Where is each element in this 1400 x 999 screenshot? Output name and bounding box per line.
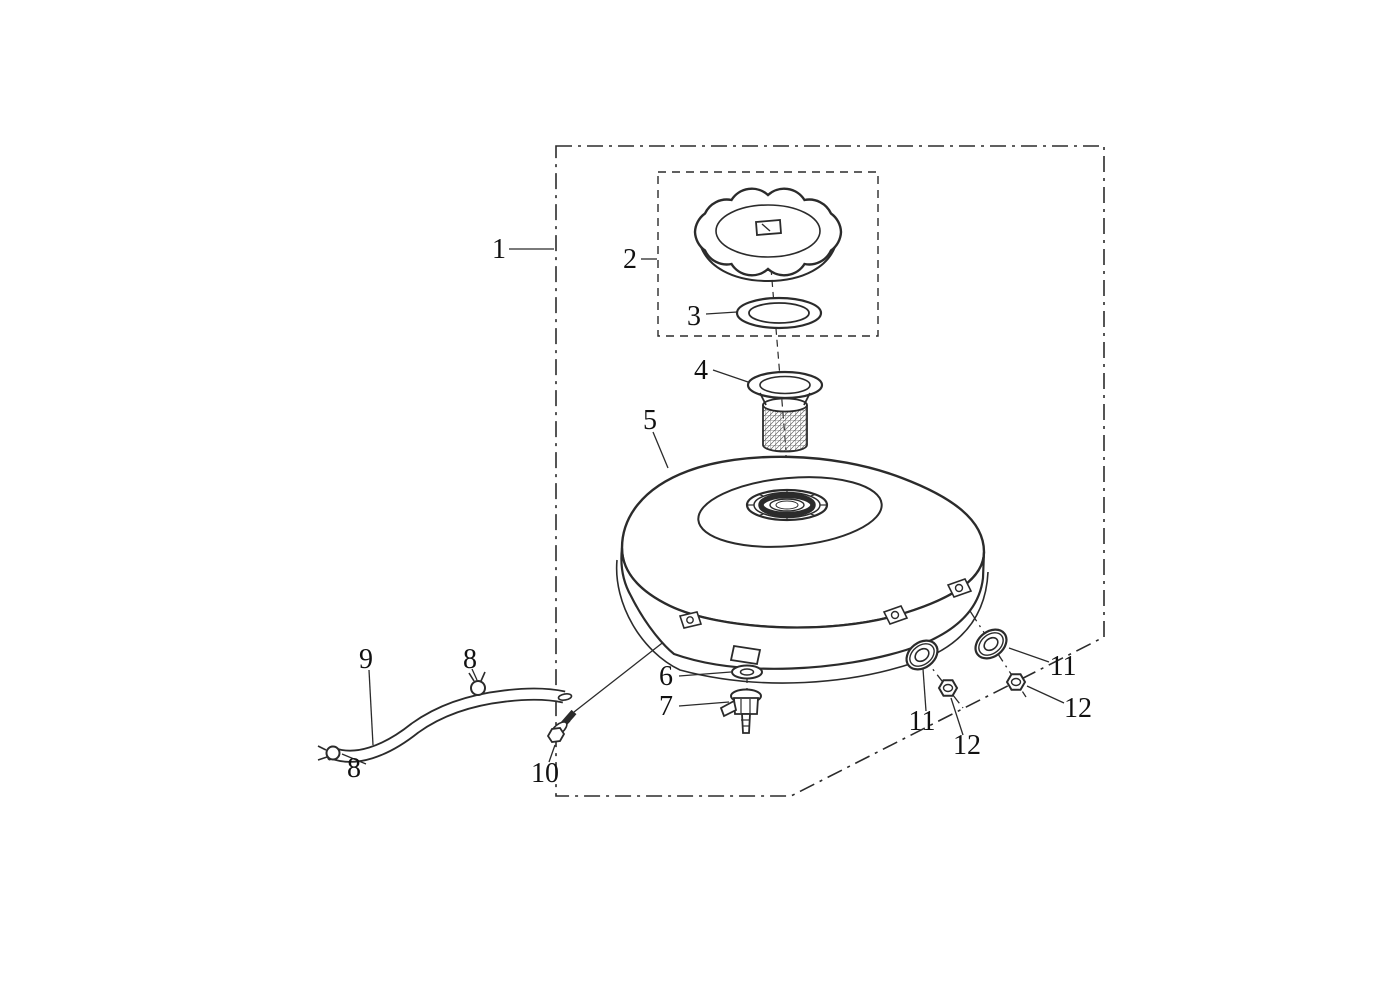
part-label-2: 2: [623, 244, 637, 275]
hose-clamp-lower: [317, 745, 341, 761]
tank-bottom-flange: [615, 559, 989, 684]
fuel-hose: [326, 687, 573, 763]
part-label-8-upper: 8: [463, 644, 477, 675]
filler-neck: [745, 488, 829, 522]
callout-5: 5: [643, 405, 669, 469]
part-label-12-right: 12: [1064, 693, 1092, 724]
filter-mesh-outline: [762, 405, 808, 453]
part-label-5: 5: [643, 405, 657, 436]
cap-group-box: [657, 171, 879, 337]
part-label-9: 9: [359, 644, 373, 675]
fuel-valve: [719, 688, 762, 734]
tank-mount-tab-right: [946, 578, 973, 598]
filter-rim-inner: [759, 375, 811, 395]
tank-top-recess: [697, 476, 883, 548]
fuel-cap: [693, 187, 843, 283]
part-label-7: 7: [659, 691, 673, 722]
mount-nut-left: [937, 679, 959, 697]
sealing-washer: [731, 664, 763, 680]
part-label-6: 6: [659, 661, 673, 692]
mount-washer-right: [974, 628, 1008, 660]
callout-6: 6: [659, 661, 732, 692]
callout-4: 4: [694, 355, 749, 386]
cap-gasket: [735, 296, 823, 330]
fuel-cap-skirt: [698, 239, 838, 283]
part-label-4: 4: [694, 355, 708, 386]
part-label-12-left: 12: [953, 730, 981, 761]
hose-end-right: [557, 693, 573, 701]
hose-clamp-upper: [468, 671, 486, 696]
drain-bolt: [546, 709, 577, 743]
callout-11-left: 11: [909, 668, 936, 737]
tank-top-face: [620, 455, 986, 629]
fuel-valve-outlet-barb: [741, 713, 751, 734]
tank-front-skirt: [620, 547, 986, 670]
callout-2: 2: [623, 244, 657, 275]
assembly-boundary-box: [555, 145, 1105, 797]
callout-12-right: 12: [1026, 685, 1092, 724]
callout-10: 10: [531, 744, 559, 789]
mount-washer-left: [905, 639, 939, 671]
fuel-valve-side-nipple: [719, 699, 738, 718]
callout-7: 7: [659, 691, 730, 722]
part-label-3: 3: [687, 301, 701, 332]
part-label-1: 1: [492, 234, 506, 265]
callout-12-left: 12: [950, 697, 981, 761]
callout-8-upper: 8: [463, 644, 478, 681]
fuel-cap-vent-mark: [761, 223, 771, 232]
part-label-10: 10: [531, 758, 559, 789]
callout-8-lower: 8: [341, 753, 367, 784]
mount-nut-right: [1005, 673, 1027, 691]
callout-11-right: 11: [1008, 647, 1077, 682]
tank-outlet-boss: [729, 644, 762, 666]
drain-bolt-head: [546, 727, 566, 743]
callout-3: 3: [687, 301, 738, 332]
tank-mount-tab-front: [678, 611, 703, 629]
callout-1: 1: [492, 234, 554, 265]
callout-9: 9: [359, 644, 374, 746]
part-label-8-lower: 8: [347, 753, 361, 784]
neck-thread-ticks: [747, 490, 827, 520]
part-label-11-right: 11: [1050, 651, 1077, 682]
filter-mesh-top: [762, 397, 808, 413]
filter-mesh-body: [763, 405, 807, 452]
fuel-cap-inner-ring: [715, 204, 821, 258]
fuel-tank: [615, 455, 989, 684]
fuel-cap-vent: [755, 219, 782, 236]
fuel-filter-strainer: [746, 370, 824, 453]
tank-mount-tab-left: [882, 605, 909, 625]
part-label-11-left: 11: [909, 706, 936, 737]
